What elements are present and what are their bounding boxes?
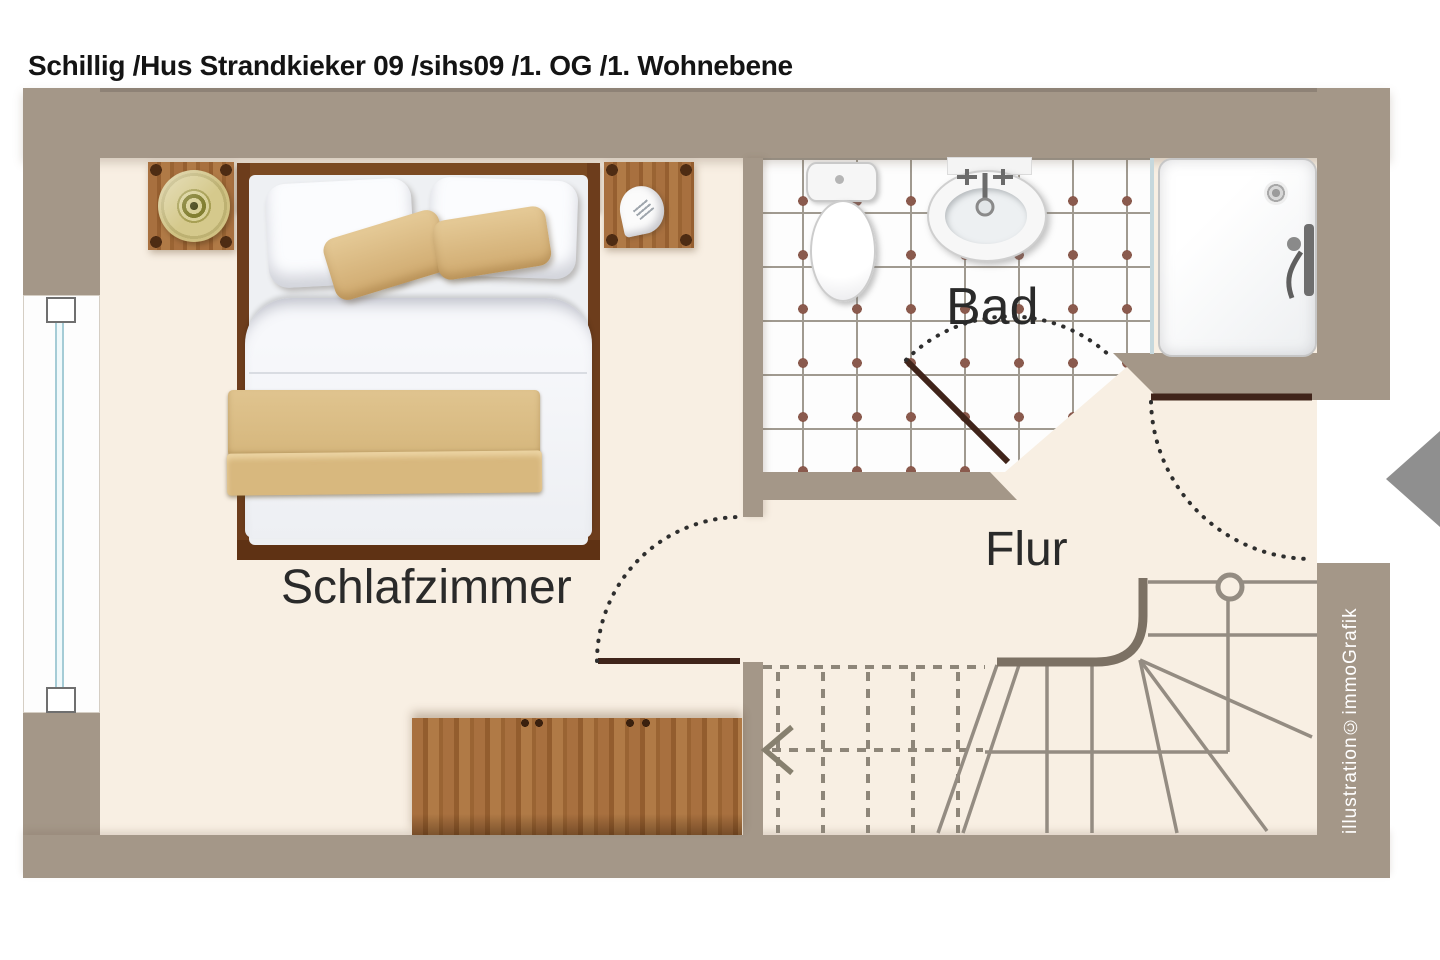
watermark: illustration©immoGrafik [1340,607,1361,835]
room-label-hall: Flur [985,523,1068,576]
decor-plate-icon [158,170,230,242]
wall-bath-bottom [743,472,1017,500]
wall-bedroom-hall [743,662,763,837]
plan-title: Schillig /Hus Strandkieker 09 /sihs09 /1… [28,50,793,81]
toilet-bowl [810,200,876,302]
shower-drain-icon [1264,181,1288,205]
shower-tray [1158,158,1317,357]
bed-blanket-fold-bottom [226,450,543,496]
wall-bedroom-bath [743,158,763,517]
window-frame-cap-bottom [46,687,76,713]
wall-top [23,88,1390,158]
room-label-bedroom: Schlafzimmer [281,561,572,614]
sink-bowl [945,188,1027,244]
dresser [412,718,742,835]
shower-fixture-knob [1287,237,1301,251]
room-label-bath: Bad [946,278,1039,336]
double-bed [226,163,600,560]
wall-right-upper [1317,88,1390,400]
window-frame-cap-top [46,297,76,323]
wall-bottom [23,835,1390,878]
window-glass [55,312,64,698]
wall-left-upper [23,88,100,295]
shower-glass-panel [1150,158,1154,354]
wall-under-shower [1113,353,1390,400]
bed-blanket-fold-top [228,390,540,457]
toilet-flush-button [835,175,844,184]
wall-right-lower [1317,563,1390,878]
entry-arrow-icon[interactable] [1386,431,1440,527]
bed-footboard [237,540,600,560]
shower-fixture-bar [1304,224,1314,296]
